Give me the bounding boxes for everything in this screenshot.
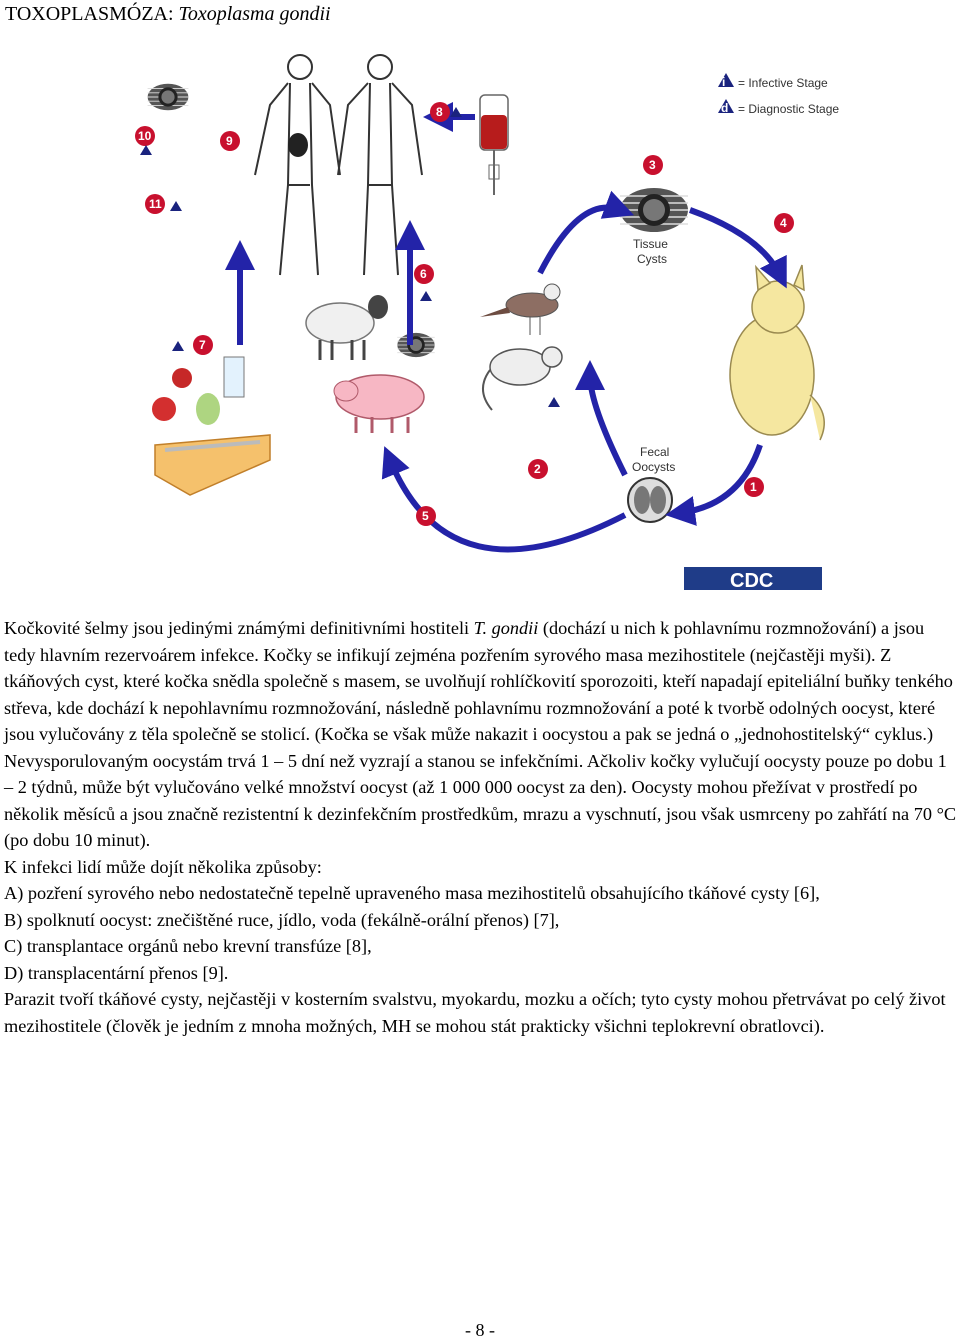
cat-icon [729,264,825,441]
step-8-marker: 8 [430,102,450,122]
step-9-marker: 9 [220,131,240,151]
human-figures-icon [254,54,423,276]
litter-box-icon [154,434,271,496]
bird-icon [480,283,561,335]
legend-diagnostic: = Diagnostic Stage [738,102,839,116]
svg-text:5: 5 [422,509,429,523]
paragraph-3: A) pozření syrového nebo nedostatečně te… [4,883,820,903]
arrow-cat-to-oocyst [665,444,763,526]
arrow-oocyst-to-animals [575,360,628,477]
svg-text:11: 11 [149,197,162,211]
svg-text:9: 9 [226,134,233,148]
arrow-animals-to-cyst [537,190,635,275]
svg-text:i: i [722,75,725,89]
svg-text:4: 4 [780,216,787,230]
paragraph-2: K infekci lidí může dojít několika způso… [4,856,322,877]
legend-infective: = Infective Stage [738,76,828,90]
tissue-cysts-label-1: Tissue [633,237,668,251]
infective-stage-icon: i [718,73,734,89]
tissue-cyst-animal-icon [396,332,436,358]
sheep-icon [305,295,388,360]
svg-text:2: 2 [534,462,541,476]
svg-text:8: 8 [436,105,443,119]
paragraph-6: D) transplacentární přenos [9]. [4,962,229,983]
fecal-oocyst-icon [627,477,673,523]
page-number: - 8 - [465,1320,495,1340]
mouse-icon [482,346,563,411]
paragraph-1: Kočkovité šelmy jsou jedinými známými de… [4,618,957,850]
fecal-oocysts-label-1: Fecal [640,445,669,459]
svg-text:7: 7 [199,338,206,352]
step-6-marker: 6 [414,264,434,284]
cdc-logo: CDC [684,567,822,590]
step-5-marker: 5 [416,506,436,526]
tissue-cysts-label-2: Cysts [637,252,667,266]
blood-transfusion-icon [479,94,509,195]
life-cycle-svg: i = Infective Stage d = Diagnostic Stage… [135,54,839,590]
step-7-marker: 7 [193,335,213,355]
arrow-oocyst-to-litter [381,446,627,553]
step-1-marker: 1 [744,477,764,497]
paragraph-4: B) spolknutí oocyst: znečištěné ruce, jí… [4,909,560,930]
fecal-oocysts-label-2: Oocysts [632,460,675,474]
life-cycle-diagram: i = Infective Stage d = Diagnostic Stage… [120,45,840,590]
svg-text:1: 1 [750,480,757,494]
paragraph-5: C) transplantace orgánů nebo krevní tran… [4,936,372,956]
paragraph-7: Parazit tvoří tkáňové cysty, nejčastěji … [4,989,946,1036]
svg-text:CDC: CDC [730,570,773,590]
svg-text:d: d [721,101,728,115]
infective-markers [140,107,560,407]
tissue-cyst-human-icon [147,83,189,111]
step-markers: 1 2 3 4 5 6 7 8 9 10 11 [135,102,794,526]
svg-text:3: 3 [649,158,656,172]
title-prefix: TOXOPLASMÓZA: [5,3,179,25]
tissue-cyst-icon [619,187,689,233]
step-2-marker: 2 [528,459,548,479]
body-text: Kočkovité šelmy jsou jedinými známými de… [4,615,959,1039]
step-11-marker: 11 [145,194,165,214]
svg-text:6: 6 [420,267,427,281]
pig-icon [333,374,425,433]
step-3-marker: 3 [643,155,663,175]
arrow-cyst-to-cat [688,207,787,289]
title-species: Toxoplasma gondii [178,3,331,25]
diagnostic-stage-icon: d [718,99,734,115]
food-water-icon [152,356,245,425]
legend: i = Infective Stage d = Diagnostic Stage [718,73,839,116]
cycle-arrows [225,102,787,553]
svg-text:10: 10 [138,129,152,143]
page-title: TOXOPLASMÓZA: Toxoplasma gondii [5,3,331,26]
step-4-marker: 4 [774,213,794,233]
step-10-marker: 10 [135,126,155,146]
